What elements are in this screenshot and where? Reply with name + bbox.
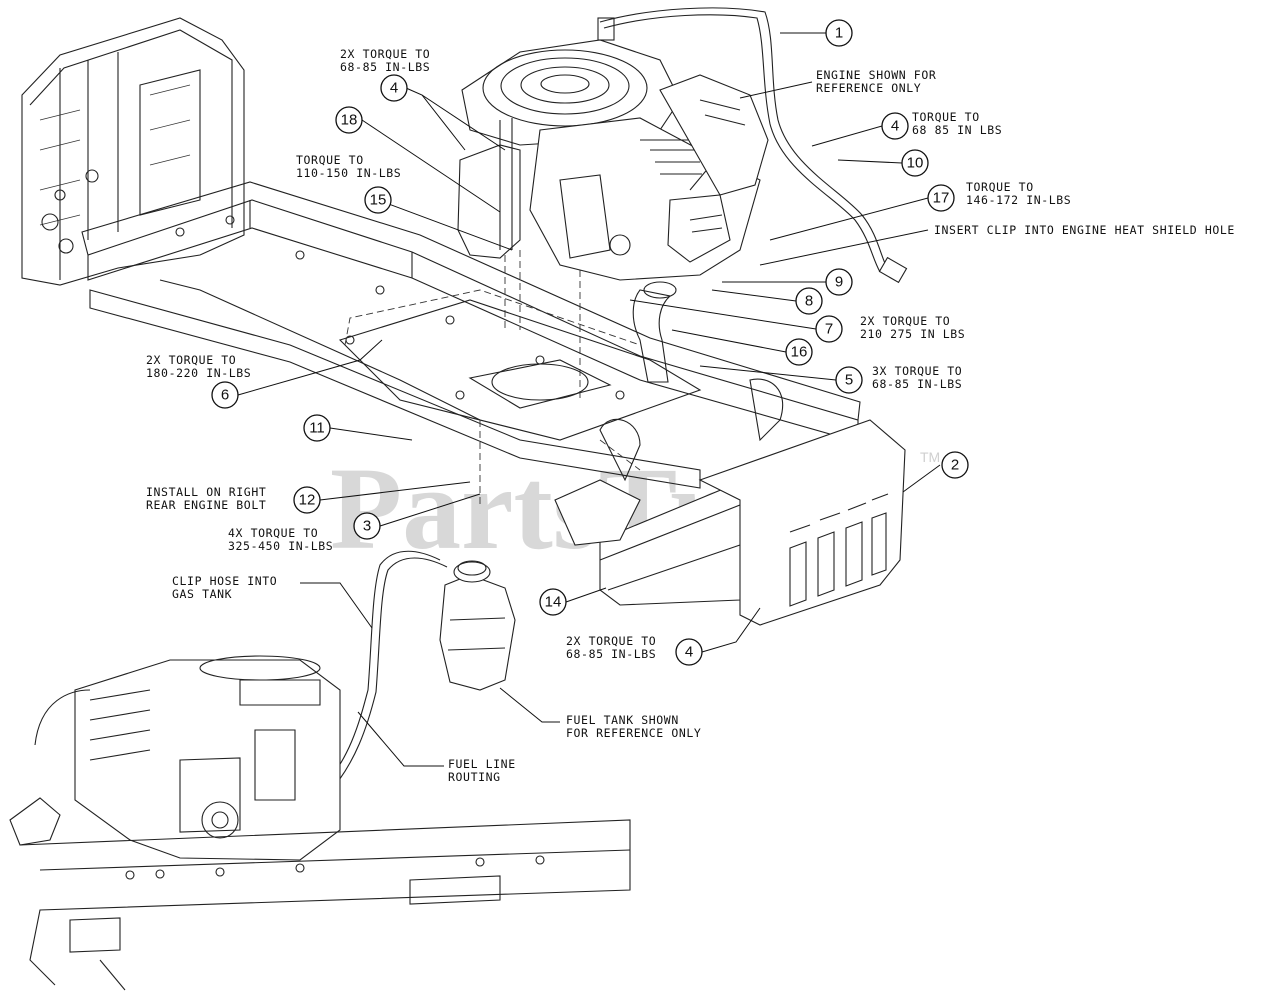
callout-7: 7 (815, 315, 843, 343)
torque-item3-line2: 325-450 IN-LBS (228, 539, 333, 553)
svg-text:8: 8 (805, 293, 813, 310)
svg-text:4: 4 (891, 118, 899, 135)
fuel-hose-drawing (599, 7, 908, 284)
callout-10: 10 (901, 149, 929, 177)
torque-item5-line2: 68-85 IN-LBS (872, 377, 962, 391)
callout-16: 16 (785, 338, 813, 366)
annotations: ENGINE SHOWN FOR REFERENCE ONLY 2X TORQU… (146, 47, 1235, 784)
callout-1: 1 (825, 19, 853, 47)
callout-8: 8 (795, 287, 823, 315)
engine-ref-line1: ENGINE SHOWN FOR (816, 68, 936, 82)
torque-2x-top-line1: 2X TORQUE TO (340, 47, 430, 61)
svg-text:4: 4 (390, 80, 398, 97)
install-right-line2: REAR ENGINE BOLT (146, 498, 266, 512)
callout-15: 15 (364, 186, 392, 214)
svg-text:18: 18 (341, 112, 358, 129)
callout-2: 2 (941, 451, 969, 479)
torque-item4-line2: 68 85 IN LBS (912, 123, 1002, 137)
callout-5: 5 (835, 366, 863, 394)
torque-item4-bottom-line2: 68-85 IN-LBS (566, 647, 656, 661)
svg-text:17: 17 (933, 190, 950, 207)
callout-3: 3 (353, 512, 381, 540)
svg-text:11: 11 (309, 420, 325, 437)
insert-clip-note: INSERT CLIP INTO ENGINE HEAT SHIELD HOLE (934, 223, 1235, 237)
torque-item4-line1: TORQUE TO (912, 110, 980, 124)
torque-item3-line1: 4X TORQUE TO (228, 526, 318, 540)
torque-item4-bottom-line1: 2X TORQUE TO (566, 634, 656, 648)
svg-text:2: 2 (951, 457, 959, 474)
fuel-tank-ref-line2: FOR REFERENCE ONLY (566, 726, 701, 740)
callout-14: 14 (539, 588, 567, 616)
muffler-drawing (554, 281, 906, 626)
callout-6: 6 (211, 381, 239, 409)
svg-text:6: 6 (221, 387, 229, 404)
callout-4-bottom: 4 (675, 638, 703, 666)
torque-item7-line2: 210 275 IN LBS (860, 327, 965, 341)
svg-text:14: 14 (545, 594, 562, 611)
torque-2x-top-line2: 68-85 IN-LBS (340, 60, 430, 74)
callout-4-right: 4 (881, 112, 909, 140)
callout-4-top: 4 (380, 74, 408, 102)
torque-item5-line1: 3X TORQUE TO (872, 364, 962, 378)
torque-item6-line2: 180-220 IN-LBS (146, 366, 251, 380)
fuel-line-line1: FUEL LINE (448, 757, 516, 771)
engine-drawing (457, 17, 769, 281)
callout-12: 12 (293, 486, 321, 514)
callout-18: 18 (335, 106, 363, 134)
callout-9: 9 (825, 268, 853, 296)
clip-hose-line1: CLIP HOSE INTO (172, 574, 277, 588)
callout-11: 11 (303, 414, 331, 442)
svg-text:5: 5 (845, 372, 853, 389)
chassis-frame-drawing (81, 181, 861, 505)
torque-item17-line2: 146-172 IN-LBS (966, 193, 1071, 207)
torque-item6-line1: 2X TORQUE TO (146, 353, 236, 367)
torque-item17-line1: TORQUE TO (966, 180, 1034, 194)
clip-hose-line2: GAS TANK (172, 587, 232, 601)
svg-text:15: 15 (370, 192, 387, 209)
svg-text:16: 16 (791, 344, 808, 361)
svg-text:1: 1 (835, 25, 843, 42)
watermark-trademark: TM (920, 449, 940, 465)
callout-17: 17 (927, 184, 955, 212)
torque-item7-line1: 2X TORQUE TO (860, 314, 950, 328)
svg-text:4: 4 (685, 644, 693, 661)
fuel-line-line2: ROUTING (448, 770, 501, 784)
leader-lines (237, 32, 941, 767)
fuel-tank-drawing (319, 550, 516, 797)
lower-engine-view-drawing (9, 655, 631, 991)
engine-ref-line2: REFERENCE ONLY (816, 81, 921, 95)
svg-text:10: 10 (907, 155, 924, 172)
torque-110-line1: TORQUE TO (296, 153, 364, 167)
torque-110-line2: 110-150 IN-LBS (296, 166, 401, 180)
fuel-tank-ref-line1: FUEL TANK SHOWN (566, 713, 679, 727)
callouts: 1 4 18 15 4 10 17 9 8 7 16 5 6 11 2 12 3… (211, 19, 969, 666)
svg-text:9: 9 (835, 274, 843, 291)
front-frame-drawing (21, 17, 245, 286)
install-right-line1: INSTALL ON RIGHT (146, 485, 266, 499)
svg-text:12: 12 (299, 492, 316, 509)
svg-text:3: 3 (363, 518, 371, 535)
svg-text:7: 7 (825, 321, 833, 338)
